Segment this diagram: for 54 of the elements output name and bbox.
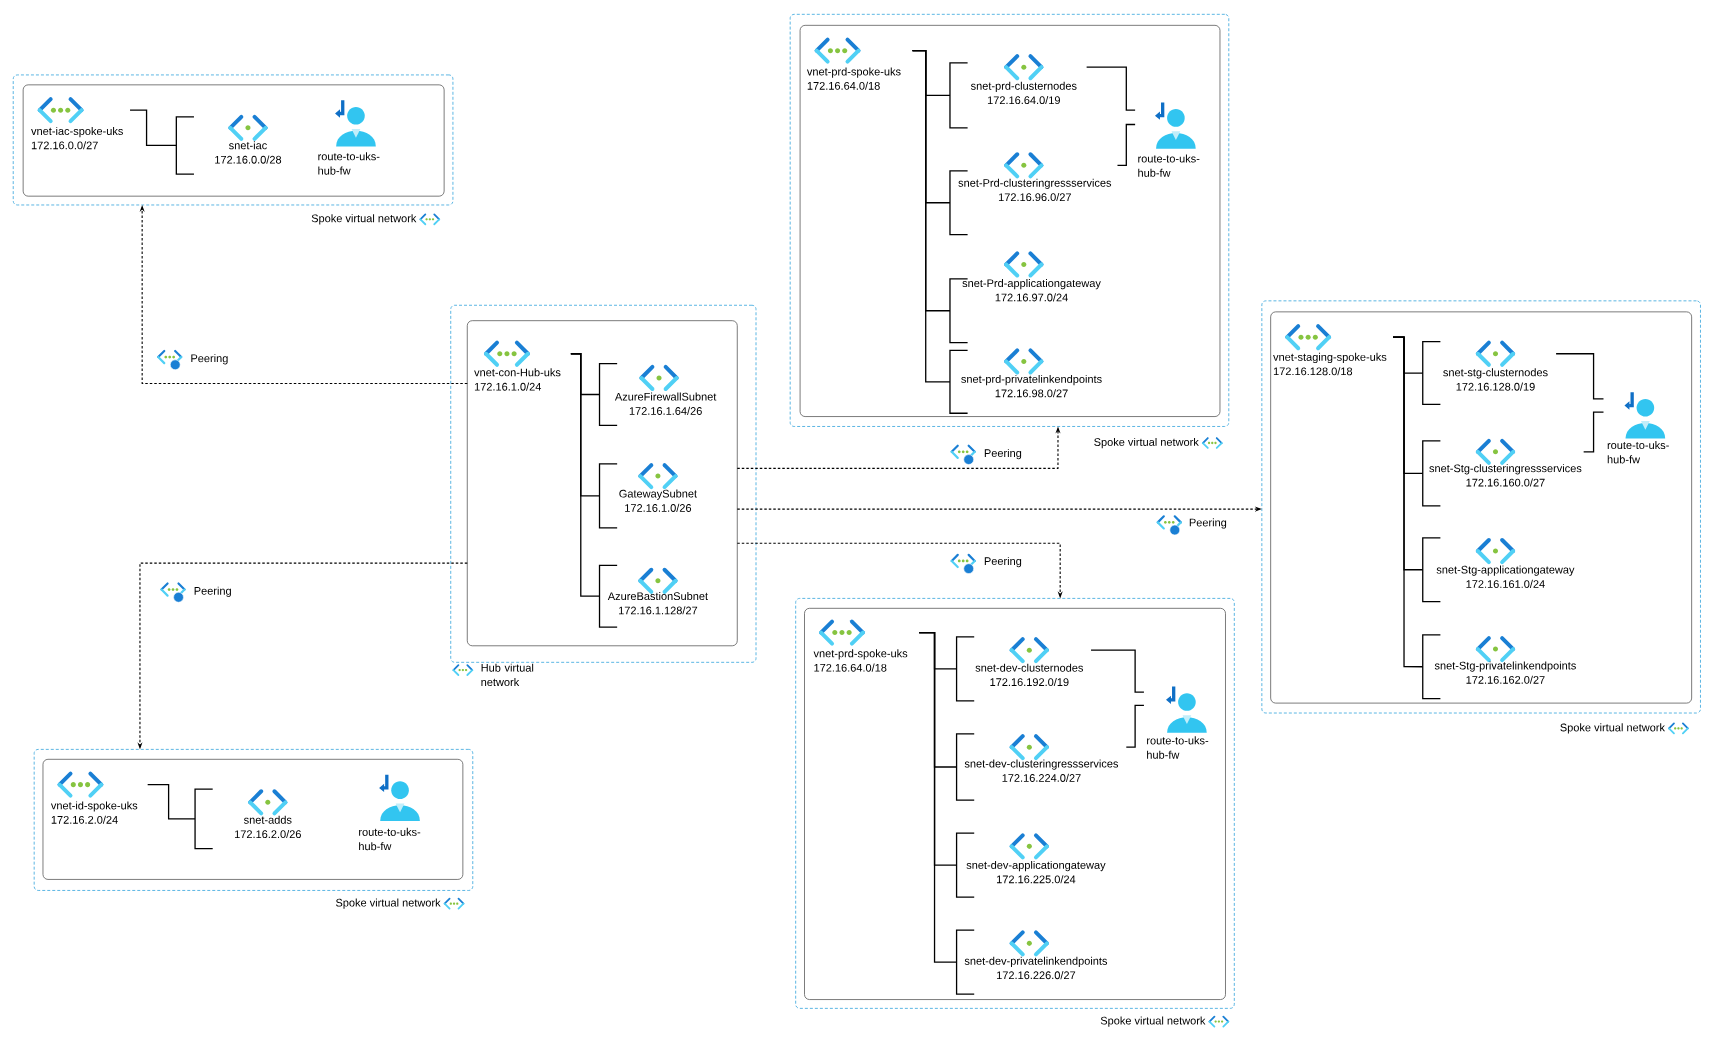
subnet-label: GatewaySubnet 172.16.1.0/26 <box>619 489 697 512</box>
vnet-label: vnet-iac-spoke-uks 172.16.0.0/27 <box>31 126 123 150</box>
route-label: route-to-uks-hub-fw <box>1147 736 1209 759</box>
vnet-label: vnet-prd-spoke-uks 172.16.64.0/18 <box>813 649 908 672</box>
subnet-label: snet-dev-clusteringressservices 172.16.224.0/27 <box>964 759 1119 782</box>
subnet-label: snet-dev-privatelinkendpoints 172.16.226.0/27 <box>964 956 1108 980</box>
boundary-label: Hub virtual network <box>481 663 534 686</box>
subnet-label: snet-dev-applicationgateway 172.16.225.0/24 <box>966 860 1106 884</box>
connector-line <box>918 631 958 963</box>
subnet-label: snet-Stg-clusteringressservices 172.16.160.0/27 <box>1429 464 1582 487</box>
edge-label: Peering <box>189 353 230 366</box>
subnet-label: snet-prd-clusternodes 172.16.64.0/19 <box>970 81 1077 105</box>
connector-line <box>1392 336 1424 668</box>
subnet-label: snet-Stg-applicationgateway 172.16.161.0/24 <box>1436 565 1575 588</box>
connector-line <box>1125 704 1145 748</box>
subnet-label: AzureBastionSubnet 172.16.1.128/27 <box>607 592 708 615</box>
route-label: route-to-uks-hub-fw <box>359 827 421 851</box>
network-panel <box>22 84 445 197</box>
connector-line <box>911 50 951 383</box>
subnet-label: AzureFirewallSubnet 172.16.1.64/26 <box>614 392 717 415</box>
boundary-label: Spoke virtual network <box>1100 1016 1206 1027</box>
boundary-label: Spoke virtual network <box>1560 723 1665 734</box>
network-panel <box>466 320 738 647</box>
route-label: route-to-uks-hub-fw <box>1138 154 1200 177</box>
subnet-label: snet-Prd-applicationgateway 172.16.97.0/24 <box>962 279 1101 302</box>
connector-line <box>570 353 601 597</box>
connector-line <box>147 784 196 820</box>
subnet-label: snet-dev-clusternodes 172.16.192.0/19 <box>975 663 1083 686</box>
vnet-label: vnet-prd-spoke-uks 172.16.64.0/18 <box>806 67 901 90</box>
edge-label: Peering <box>982 447 1023 461</box>
subnet-label: snet-iac 172.16.0.0/28 <box>215 141 282 164</box>
subnet-label: snet-Stg-privatelinkendpoints 172.16.162.0/27 <box>1434 661 1576 684</box>
route-label: route-to-uks-hub-fw <box>1607 441 1669 464</box>
subnet-label: snet-Prd-clusteringressservices 172.16.96.0/27 <box>958 178 1112 202</box>
subnet-label: snet-stg-clusternodes 172.16.128.0/19 <box>1443 368 1548 391</box>
route-label: route-to-uks-hub-fw <box>318 152 380 175</box>
vnet-label: vnet-staging-spoke-uks 172.16.128.0/18 <box>1273 352 1387 376</box>
boundary-label: Spoke virtual network <box>311 214 417 225</box>
connector-line <box>1116 123 1136 166</box>
connector-line <box>1555 353 1605 400</box>
connector-line <box>1085 66 1136 111</box>
vnet-label: vnet-id-spoke-uks 172.16.2.0/24 <box>50 801 138 824</box>
boundary-label: Spoke virtual network <box>335 898 441 909</box>
edge-label: Peering <box>1187 517 1228 530</box>
vnet-label: vnet-con-Hub-uks 172.16.1.0/24 <box>474 368 561 391</box>
edge-label: Peering <box>982 555 1023 569</box>
connector-line <box>129 109 177 147</box>
subnet-label: snet-prd-privatelinkendpoints 172.16.98.0/27 <box>961 374 1102 398</box>
edge-label: Peering <box>192 585 233 598</box>
connector-line <box>1090 649 1145 693</box>
boundary-label: Spoke virtual network <box>1094 437 1199 449</box>
network-panel <box>42 758 464 880</box>
connector-line <box>1583 411 1605 453</box>
subnet-label: snet-adds 172.16.2.0/26 <box>235 815 301 839</box>
